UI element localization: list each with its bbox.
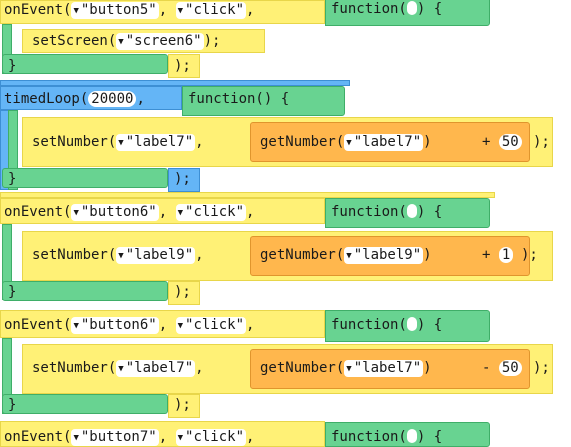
dropdown-triangle-icon: ▼ [177,6,184,16]
dropdown-triangle-icon: ▼ [118,138,124,148]
onevent-block-button6-a[interactable] [0,198,325,224]
event-target-dropdown[interactable]: ▼"button7" [71,429,159,446]
dropdown-triangle-icon: ▼ [177,433,184,443]
block-end-brace: } [8,58,17,74]
onevent-keyword: onEvent( [4,429,72,445]
function-end-button5 [2,54,168,74]
function-block-loop[interactable] [182,86,345,116]
dropdown-triangle-icon: ▼ [118,364,124,374]
label-dropdown[interactable]: ▼"label7" [116,360,196,377]
onevent-block-button6-b[interactable] [0,310,325,338]
block-end-close: ); [174,58,191,74]
dropdown-triangle-icon: ▼ [346,364,352,374]
timedloop-block[interactable] [0,80,350,86]
function-end-loop [2,168,168,188]
function-keyword: function() [188,91,273,107]
event-block-top-strip [0,192,495,198]
event-target-dropdown[interactable]: ▼"button6" [71,204,159,221]
function-block-button6-b[interactable] [325,310,490,342]
onevent-block-button5[interactable] [0,0,325,24]
setscreen-keyword: setScreen( [32,33,117,49]
timedloop-keyword: timedLoop( [4,91,89,107]
getnumber-keyword: getNumber( [260,134,345,150]
function-keyword: function( [331,1,407,17]
interval-input[interactable]: 20000 [88,91,137,107]
onevent-end-button6-b [168,394,200,418]
event-type-dropdown[interactable]: ▼"click" [175,2,247,19]
dropdown-triangle-icon: ▼ [73,321,79,331]
statement-close: ); [533,360,550,376]
setnumber-keyword: setNumber( [32,360,117,376]
block-end-brace: } [8,171,17,187]
label-dropdown[interactable]: ▼"label9" [116,247,196,264]
dropdown-triangle-icon: ▼ [346,251,352,261]
block-end-brace: } [8,397,17,413]
onevent-keyword: onEvent( [4,317,72,333]
onevent-keyword: onEvent( [4,2,72,18]
timedloop-end [168,168,200,192]
screen-dropdown[interactable]: ▼"screen6" [116,33,204,50]
dropdown-triangle-icon: ▼ [118,37,124,47]
parameter-socket[interactable] [406,429,417,443]
parameter-socket[interactable] [406,317,417,331]
function-end-button6-a [2,281,168,301]
dropdown-triangle-icon: ▼ [177,321,184,331]
label-dropdown[interactable]: ▼"label7" [344,134,424,151]
label-dropdown[interactable]: ▼"label9" [344,247,424,264]
getnumber-keyword: getNumber( [260,360,345,376]
operand-input[interactable]: 50 [498,360,522,376]
setnumber-keyword: setNumber( [32,247,117,263]
block-end-close: ); [174,284,191,300]
label-dropdown[interactable]: ▼"label7" [116,134,196,151]
function-keyword: function( [331,429,407,445]
dropdown-triangle-icon: ▼ [177,208,184,218]
block-end-brace: } [8,284,17,300]
event-target-dropdown[interactable]: ▼"button6" [71,317,159,334]
block-end-close: ); [174,397,191,413]
dropdown-triangle-icon: ▼ [73,433,79,443]
parameter-socket[interactable] [406,1,417,15]
math-operator: + [482,134,491,150]
parameter-socket[interactable] [406,204,417,218]
function-end-button6-b [2,394,168,414]
onevent-end-button6-a [168,281,200,305]
function-keyword: function( [331,204,407,220]
block-end-close: ); [174,171,191,187]
event-type-dropdown[interactable]: ▼"click" [175,204,247,221]
getnumber-keyword: getNumber( [260,247,345,263]
statement-close: ); [521,247,538,263]
function-body-loop [8,110,18,190]
dropdown-triangle-icon: ▼ [73,208,79,218]
event-target-dropdown[interactable]: ▼"button5" [71,2,159,19]
onevent-keyword: onEvent( [4,204,72,220]
math-operator: - [482,360,491,376]
statement-close: ); [533,134,550,150]
setnumber-keyword: setNumber( [32,134,117,150]
dropdown-triangle-icon: ▼ [73,6,79,16]
dropdown-triangle-icon: ▼ [346,138,352,148]
operand-input[interactable]: 1 [498,247,514,263]
onevent-end-button5 [168,54,200,78]
math-operator: + [482,247,491,263]
onevent-block-button7[interactable] [0,421,325,447]
label-dropdown[interactable]: ▼"label7" [344,360,424,377]
event-type-dropdown[interactable]: ▼"click" [175,317,247,334]
operand-input[interactable]: 50 [498,134,522,150]
function-keyword: function( [331,317,407,333]
dropdown-triangle-icon: ▼ [118,251,124,261]
event-type-dropdown[interactable]: ▼"click" [175,429,247,446]
